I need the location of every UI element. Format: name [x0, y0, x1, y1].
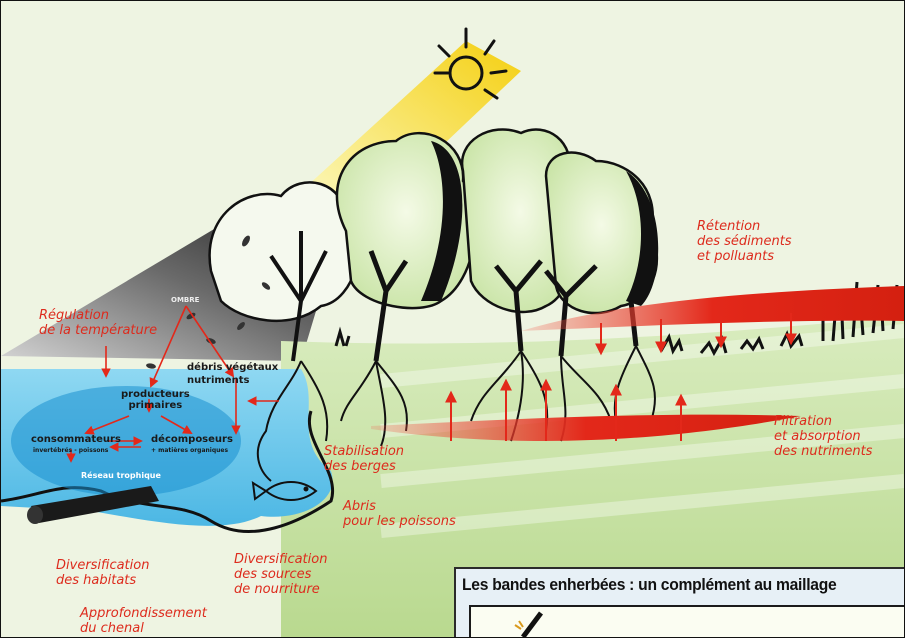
filtration-arrows — [445, 378, 687, 441]
label-nutriments: nutriments — [187, 375, 250, 386]
tree-1 — [335, 131, 477, 362]
retention-arrows — [595, 313, 797, 356]
sun-icon — [433, 27, 508, 100]
submerged-log — [27, 486, 159, 524]
label-consommateurs: consommateurs — [31, 434, 121, 445]
label-diversification-habitats: Diversification des habitats — [56, 558, 150, 588]
label-consommateurs-sub: invertébrés - poissons — [33, 447, 109, 454]
retention-band — [521, 286, 904, 331]
label-abris: Abris pour les poissons — [343, 499, 456, 529]
label-debris: débris végétaux — [187, 362, 279, 373]
grass-field — [281, 316, 904, 637]
label-filtration: Filtration et absorption des nutriments — [774, 414, 873, 459]
label-retention: Rétention des sédiments et polluants — [697, 219, 792, 264]
label-regulation: Régulation de la température — [39, 308, 158, 338]
fish-icon — [251, 481, 318, 501]
filtration-band — [371, 414, 801, 441]
tree-roots — [256, 345, 657, 482]
falling-leaves — [146, 235, 271, 369]
banner-inset-panel — [469, 605, 904, 637]
label-diversification-sources: Diversification des sources de nourritur… — [234, 552, 328, 597]
label-decomposeurs: décomposeurs — [151, 434, 233, 445]
label-ombre: OMBRE — [171, 296, 200, 304]
grass-strip-banner: Les bandes enherbées : un complément au … — [454, 567, 904, 637]
label-producteurs: producteurs primaires — [121, 389, 190, 411]
label-approfondissement: Approfondissement du chenal — [80, 606, 207, 636]
label-stabilisation: Stabilisation des berges — [324, 444, 405, 474]
banner-title: Les bandes enherbées : un complément au … — [462, 575, 837, 594]
ecosystem-arrows — [66, 305, 279, 463]
inset-illustration — [514, 611, 543, 637]
label-reseau: Réseau trophique — [81, 471, 161, 480]
label-decomposeurs-sub: + matières organiques — [151, 447, 229, 454]
